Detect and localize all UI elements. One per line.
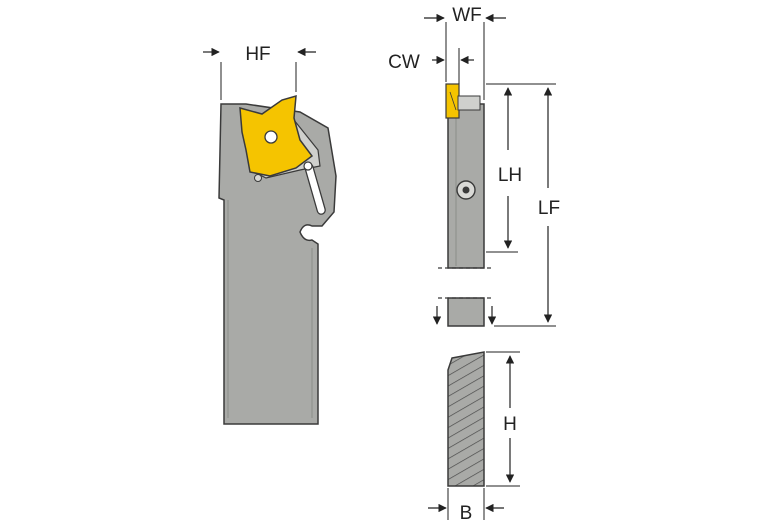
side-view: HF bbox=[203, 44, 337, 425]
front-body-lower bbox=[447, 297, 485, 327]
clamp-lever bbox=[303, 161, 326, 215]
dim-wf-label: WF bbox=[452, 5, 482, 26]
dim-b-label: B bbox=[460, 503, 473, 523]
dim-lf-label: LF bbox=[538, 198, 560, 219]
insert-hole bbox=[264, 130, 278, 144]
dim-hf-label: HF bbox=[245, 44, 270, 65]
dim-cw-label: CW bbox=[388, 52, 420, 73]
tool-holder-body bbox=[218, 103, 337, 425]
clamp-screw bbox=[254, 174, 262, 182]
section-hatched-body bbox=[447, 351, 485, 487]
section-view: H B bbox=[428, 351, 520, 523]
front-insert-yellow bbox=[445, 83, 460, 119]
front-view: WF CW LH LF bbox=[388, 5, 560, 327]
dim-h-label: H bbox=[503, 414, 517, 435]
dim-lh-label: LH bbox=[498, 165, 522, 186]
